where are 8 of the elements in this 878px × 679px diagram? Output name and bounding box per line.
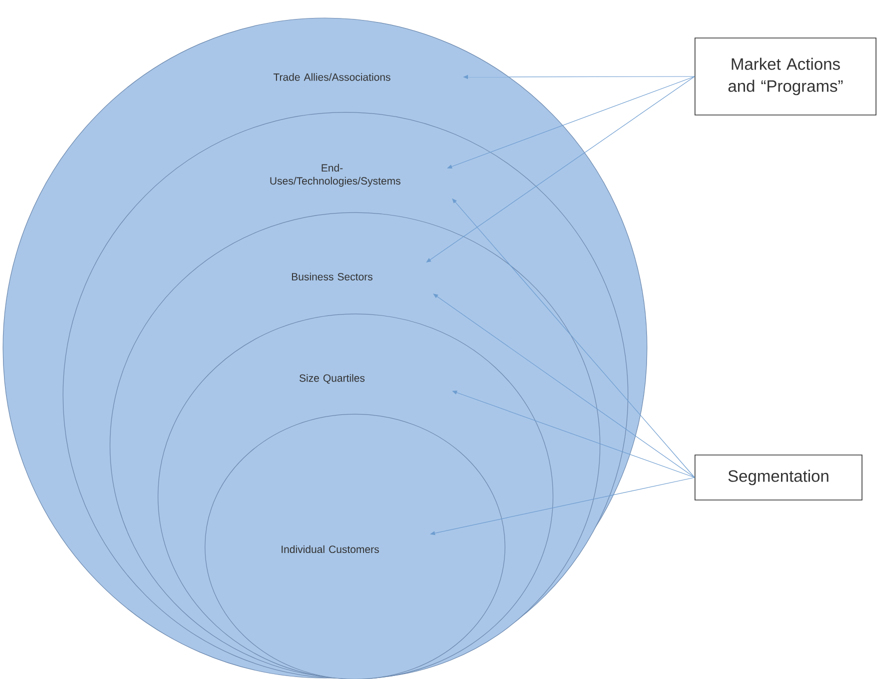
arrow: [433, 294, 695, 478]
node-label: Business Sectors: [292, 272, 372, 280]
node-label: Individual Customers: [282, 545, 379, 554]
text-box: Market Actions and “Programs”: [694, 38, 876, 116]
arrow: [447, 76, 695, 168]
arrow: [452, 390, 695, 478]
text-box: Segmentation: [694, 454, 862, 500]
node-label: End- Uses/Technologies/Systems: [270, 164, 400, 187]
